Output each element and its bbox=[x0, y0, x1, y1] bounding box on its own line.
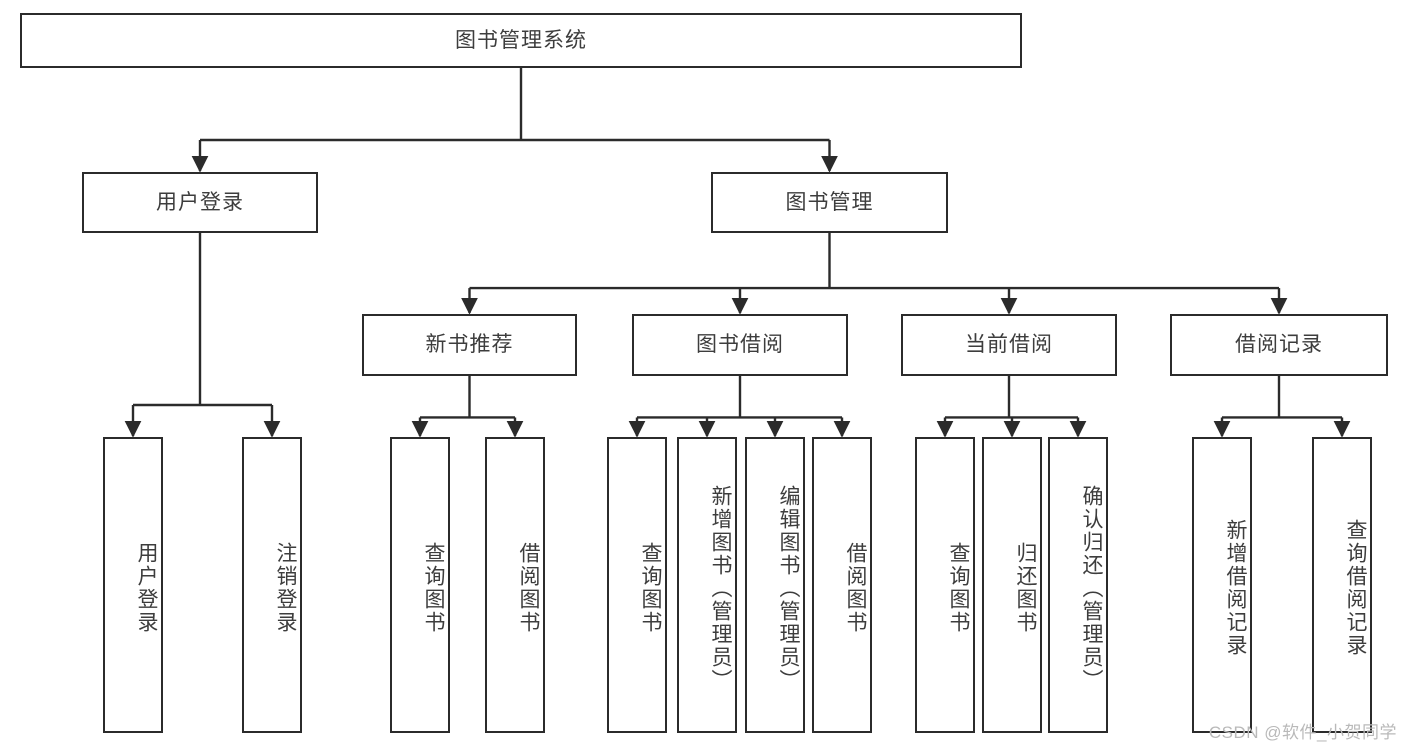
node-label: 用户登录 bbox=[156, 190, 244, 214]
node-label: 查询图书 bbox=[422, 542, 445, 634]
node-bookmgmt[interactable]: 图书管理 bbox=[711, 172, 948, 233]
node-l-add[interactable]: 新增图书（管理员） bbox=[677, 437, 737, 733]
node-l-query2[interactable]: 查询图书 bbox=[607, 437, 667, 733]
node-label: 用户登录 bbox=[135, 542, 158, 634]
node-label: 查询图书 bbox=[947, 542, 970, 634]
node-label: 图书管理 bbox=[785, 190, 874, 214]
node-label: 新增图书（管理员） bbox=[709, 484, 732, 692]
node-l-login[interactable]: 用户登录 bbox=[103, 437, 163, 733]
node-l-borrow1[interactable]: 借阅图书 bbox=[485, 437, 545, 733]
node-l-addrec[interactable]: 新增借阅记录 bbox=[1192, 437, 1252, 733]
node-l-confirm[interactable]: 确认归还（管理员） bbox=[1048, 437, 1108, 733]
node-label: 编辑图书（管理员） bbox=[777, 484, 800, 692]
node-label: 查询借阅记录 bbox=[1344, 519, 1367, 657]
node-l-borrow2[interactable]: 借阅图书 bbox=[812, 437, 872, 733]
node-l-logout[interactable]: 注销登录 bbox=[242, 437, 302, 733]
node-label: 图书借阅 bbox=[696, 333, 784, 357]
node-label: 归还图书 bbox=[1014, 542, 1037, 634]
node-l-query3[interactable]: 查询图书 bbox=[915, 437, 975, 733]
node-label: 确认归还（管理员） bbox=[1080, 484, 1103, 692]
node-records[interactable]: 借阅记录 bbox=[1170, 314, 1388, 376]
node-newbook[interactable]: 新书推荐 bbox=[362, 314, 577, 376]
node-l-return[interactable]: 归还图书 bbox=[982, 437, 1042, 733]
node-label: 借阅图书 bbox=[844, 542, 867, 634]
node-label: 新书推荐 bbox=[425, 333, 514, 357]
node-current[interactable]: 当前借阅 bbox=[901, 314, 1117, 376]
node-label: 注销登录 bbox=[274, 542, 297, 634]
node-label: 新增借阅记录 bbox=[1224, 519, 1247, 657]
node-l-edit[interactable]: 编辑图书（管理员） bbox=[745, 437, 805, 733]
node-label: 借阅记录 bbox=[1235, 333, 1323, 357]
node-root[interactable]: 图书管理系统 bbox=[20, 13, 1022, 68]
node-label: 图书管理系统 bbox=[455, 28, 587, 52]
node-label: 当前借阅 bbox=[965, 333, 1053, 357]
node-borrow[interactable]: 图书借阅 bbox=[632, 314, 848, 376]
node-label: 查询图书 bbox=[639, 542, 662, 634]
node-label: 借阅图书 bbox=[517, 542, 540, 634]
node-l-queryrec[interactable]: 查询借阅记录 bbox=[1312, 437, 1372, 733]
watermark-text: CSDN @软件_小贺同学 bbox=[1208, 723, 1397, 742]
node-login[interactable]: 用户登录 bbox=[82, 172, 318, 233]
node-l-query1[interactable]: 查询图书 bbox=[390, 437, 450, 733]
